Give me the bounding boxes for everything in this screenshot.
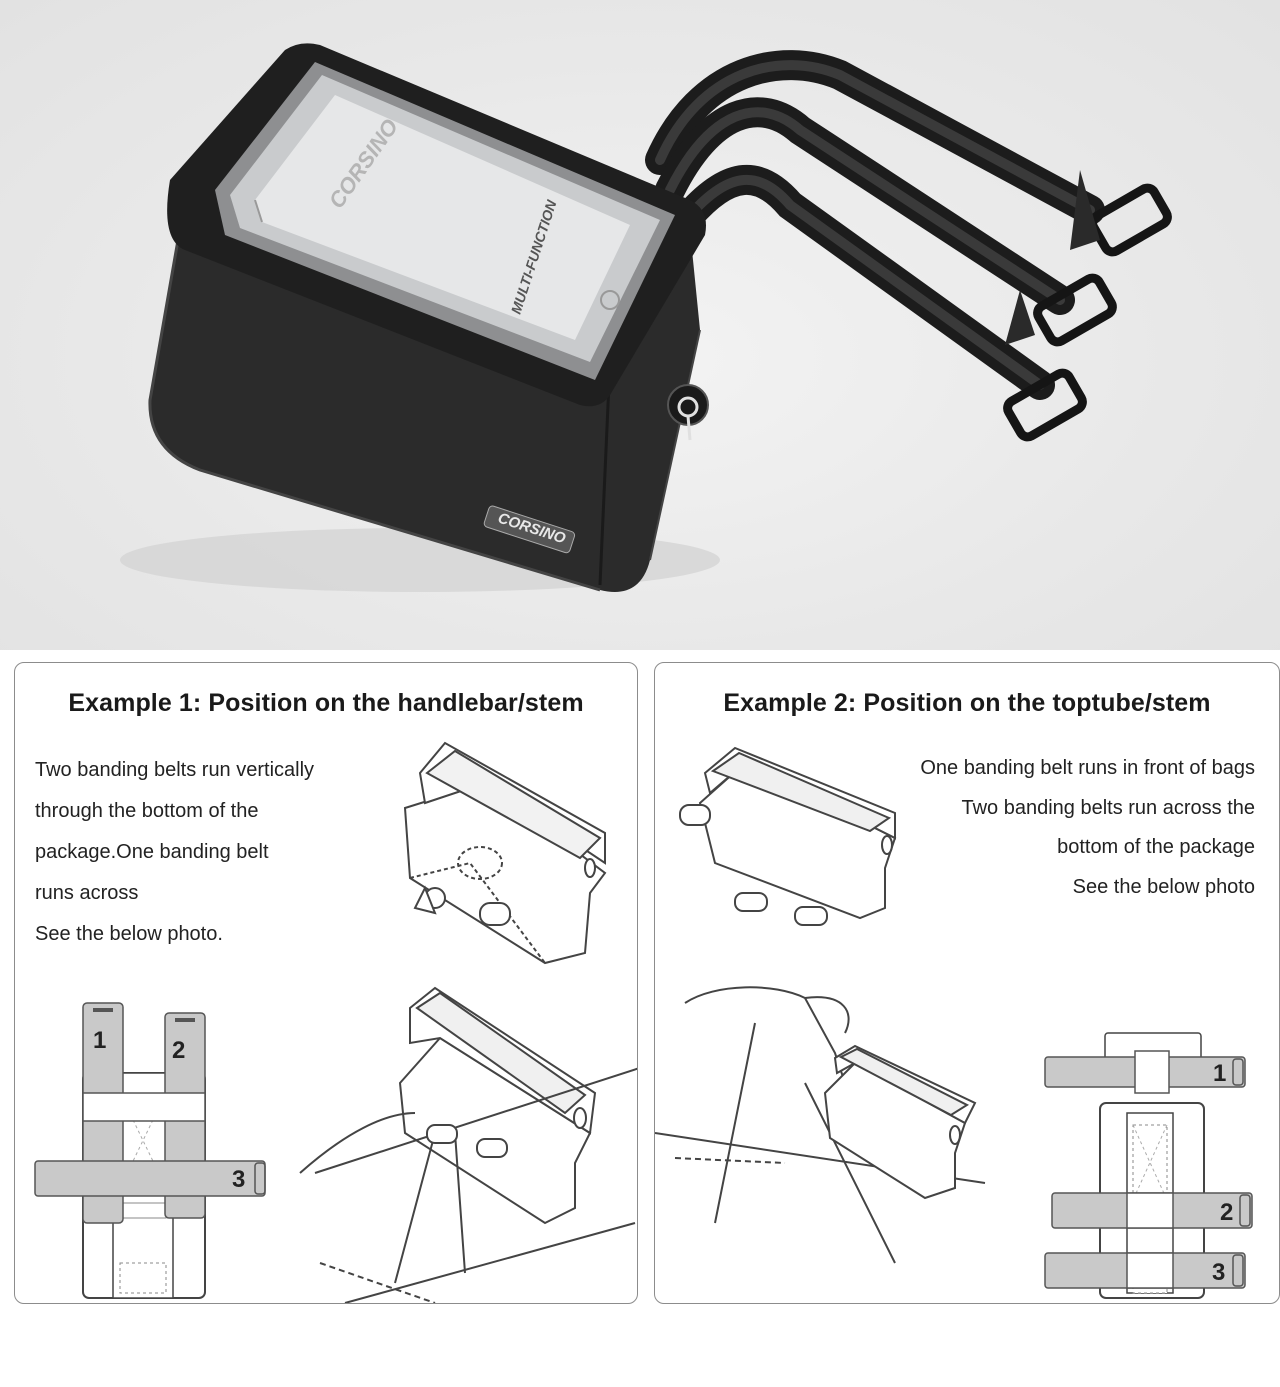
example1-desc-line: package.One banding belt bbox=[35, 841, 269, 863]
bag-on-handlebar-sketch bbox=[299, 986, 637, 1303]
example1-drawings: 1 2 3 bbox=[34, 741, 637, 1303]
product-photo: CORSINO MULTI-FUNCTION CORSINO bbox=[0, 0, 1280, 650]
example2-desc-line: Two banding belts run across the bbox=[961, 796, 1255, 819]
belt-diagram-1 bbox=[34, 1002, 266, 1299]
belt-number-3: 3 bbox=[232, 1166, 245, 1193]
example1-desc-line: See the below photo. bbox=[35, 923, 223, 945]
example2-title: Example 2: Position on the toptube/stem bbox=[723, 689, 1211, 717]
example1-desc-line: Two banding belts run vertically bbox=[35, 759, 315, 781]
velcro-straps bbox=[645, 50, 1105, 400]
example2-panel: Example 2: Position on the toptube/stem … bbox=[654, 662, 1280, 1304]
belt-number-1: 1 bbox=[93, 1027, 106, 1054]
belt-diagram-2 bbox=[1044, 1032, 1253, 1299]
example2-drawings: 1 2 3 bbox=[655, 746, 1253, 1299]
belt-number-2: 2 bbox=[1220, 1199, 1233, 1226]
example2-desc-line: One banding belt runs in front of bags bbox=[920, 757, 1255, 779]
example2-description: One banding belt runs in front of bags T… bbox=[920, 749, 1255, 907]
strap-buckles bbox=[1003, 170, 1172, 442]
example1-desc-line: runs across bbox=[35, 882, 139, 904]
example1-description: Two banding belts run vertically through… bbox=[35, 750, 314, 955]
bag-sketch-top bbox=[403, 741, 607, 965]
belt-number-3: 3 bbox=[1212, 1259, 1225, 1286]
belt-number-1: 1 bbox=[1213, 1060, 1226, 1087]
example1-panel: Example 1: Position on the handlebar/ste… bbox=[14, 662, 638, 1304]
bag-body bbox=[148, 43, 709, 592]
example2-desc-line: bottom of the package bbox=[1057, 836, 1255, 858]
example2-desc-line: See the below photo bbox=[1072, 875, 1255, 898]
bike-phone-bag-illustration: CORSINO MULTI-FUNCTION CORSINO bbox=[120, 43, 1172, 592]
belt-number-2: 2 bbox=[172, 1037, 185, 1064]
example1-title: Example 1: Position on the handlebar/ste… bbox=[68, 689, 584, 717]
bag-sketch-top-2 bbox=[679, 746, 897, 926]
bag-on-toptube-sketch bbox=[655, 986, 986, 1264]
example1-desc-line: through the bottom of the bbox=[35, 800, 259, 822]
